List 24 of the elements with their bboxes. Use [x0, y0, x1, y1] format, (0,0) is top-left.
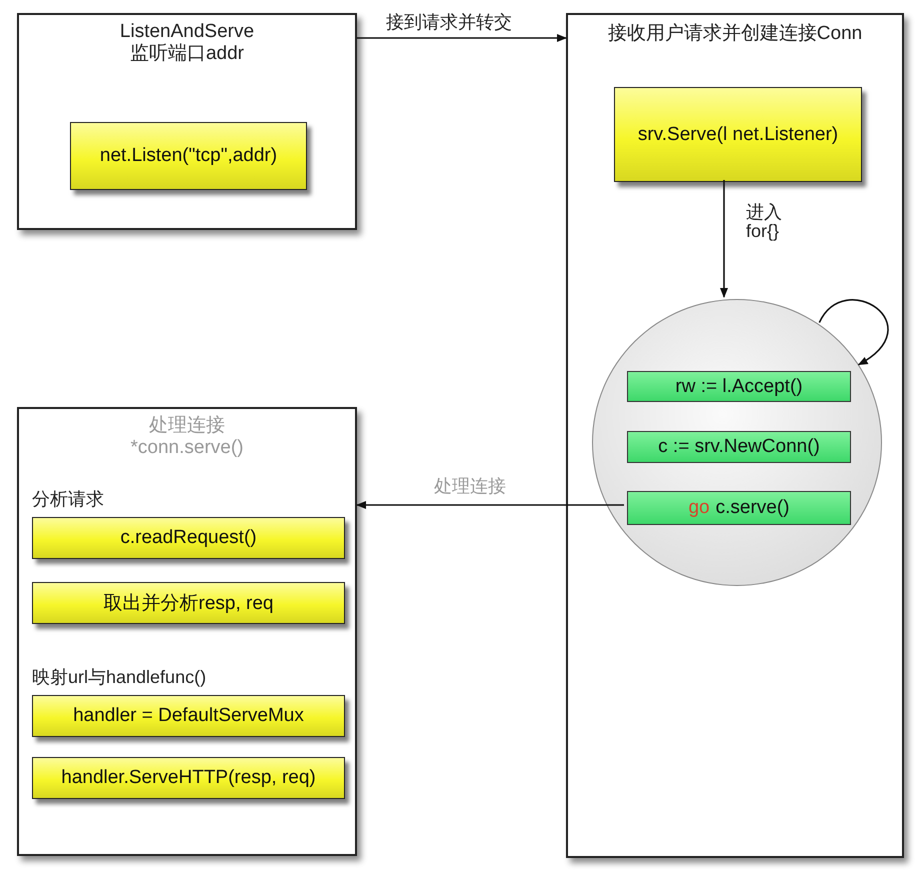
edge-label: 接到请求并转交: [384, 12, 514, 33]
container-box: [17, 13, 357, 230]
process-box: srv.Serve(l net.Listener): [614, 87, 862, 182]
edge-label: 进入 for{}: [745, 203, 783, 241]
arrow: [356, 501, 624, 509]
box-heading: 处理连接 *conn.serve(): [130, 415, 244, 459]
process-box: handler.ServeHTTP(resp, req): [32, 757, 345, 799]
process-box: net.Listen("tcp",addr): [70, 122, 307, 190]
process-box: 取出并分析resp, req: [32, 582, 345, 624]
process-box: c.readRequest(): [32, 517, 345, 559]
container-box: [566, 13, 904, 858]
process-box: handler = DefaultServeMux: [32, 695, 345, 737]
arrow: [818, 299, 888, 366]
container-box: [17, 407, 357, 856]
step-box: go c.serve(): [627, 491, 851, 525]
step-box: rw := l.Accept(): [627, 371, 851, 402]
step-box: c := srv.NewConn(): [627, 431, 851, 463]
box-heading: ListenAndServe 监听端口addr: [118, 21, 256, 65]
arrow: [357, 34, 567, 42]
section-label: 映射url与handlefunc(): [31, 667, 208, 688]
section-label: 分析请求: [31, 489, 105, 510]
box-heading: 接收用户请求并创建连接Conn: [606, 23, 864, 45]
arrow: [720, 180, 728, 298]
edge-label: 处理连接: [432, 476, 508, 497]
